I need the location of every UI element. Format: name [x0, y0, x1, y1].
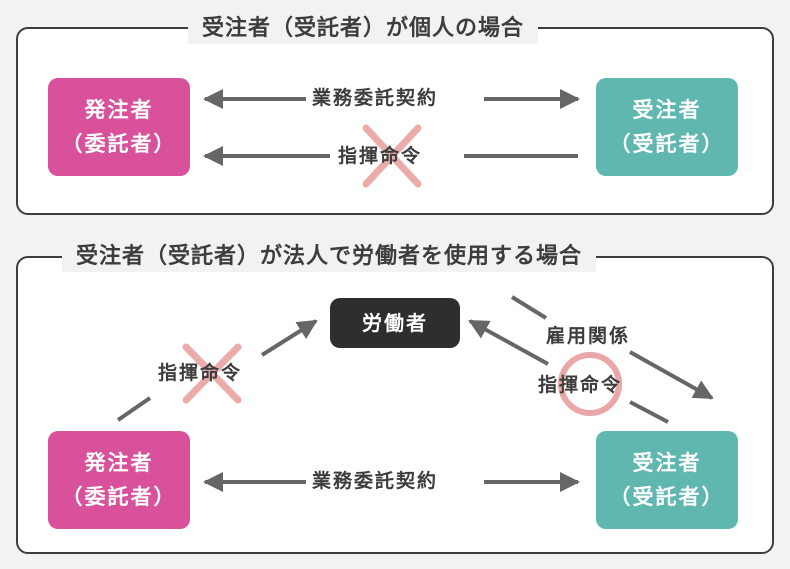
contractor-sublabel-2: （受託者） [609, 485, 725, 509]
contract-label-1: 業務委託契約 [312, 87, 439, 109]
contractor-box-1: 受注者 （受託者） [596, 78, 738, 176]
command-label-1: 指揮命令 [338, 145, 423, 167]
circle-mark [558, 352, 622, 416]
command-label-right-2: 指揮命令 [538, 374, 623, 396]
client-label-1: 発注者 [84, 98, 154, 122]
client-sublabel-1: （委託者） [61, 132, 177, 156]
cross-mark-2 [182, 343, 242, 404]
contract-label-2: 業務委託契約 [312, 470, 439, 492]
cross-mark-1 [362, 124, 422, 188]
contractor-label-1: 受注者 [632, 98, 702, 122]
section-individual-title: 受注者（受託者）が個人の場合 [188, 14, 539, 44]
worker-box: 労働者 [330, 298, 460, 348]
contractor-box-2: 受注者 （受託者） [596, 431, 738, 529]
client-sublabel-2: （委託者） [61, 485, 177, 509]
employment-label: 雇用関係 [546, 325, 631, 347]
employment-arrow-2 [629, 350, 714, 400]
worker-label: 労働者 [362, 311, 428, 335]
command-arrow-right-2 [468, 319, 549, 366]
client-label-2: 発注者 [84, 451, 154, 475]
command-label-left-2: 指揮命令 [158, 362, 243, 384]
contractor-sublabel-1: （受託者） [609, 132, 725, 156]
client-box-2: 発注者 （委託者） [48, 431, 190, 529]
section-corporate-title: 受注者（受託者）が法人で労働者を使用する場合 [62, 242, 597, 272]
command-arrow-left-2 [260, 319, 318, 357]
contractor-label-2: 受注者 [632, 451, 702, 475]
client-box-1: 発注者 （委託者） [48, 78, 190, 176]
